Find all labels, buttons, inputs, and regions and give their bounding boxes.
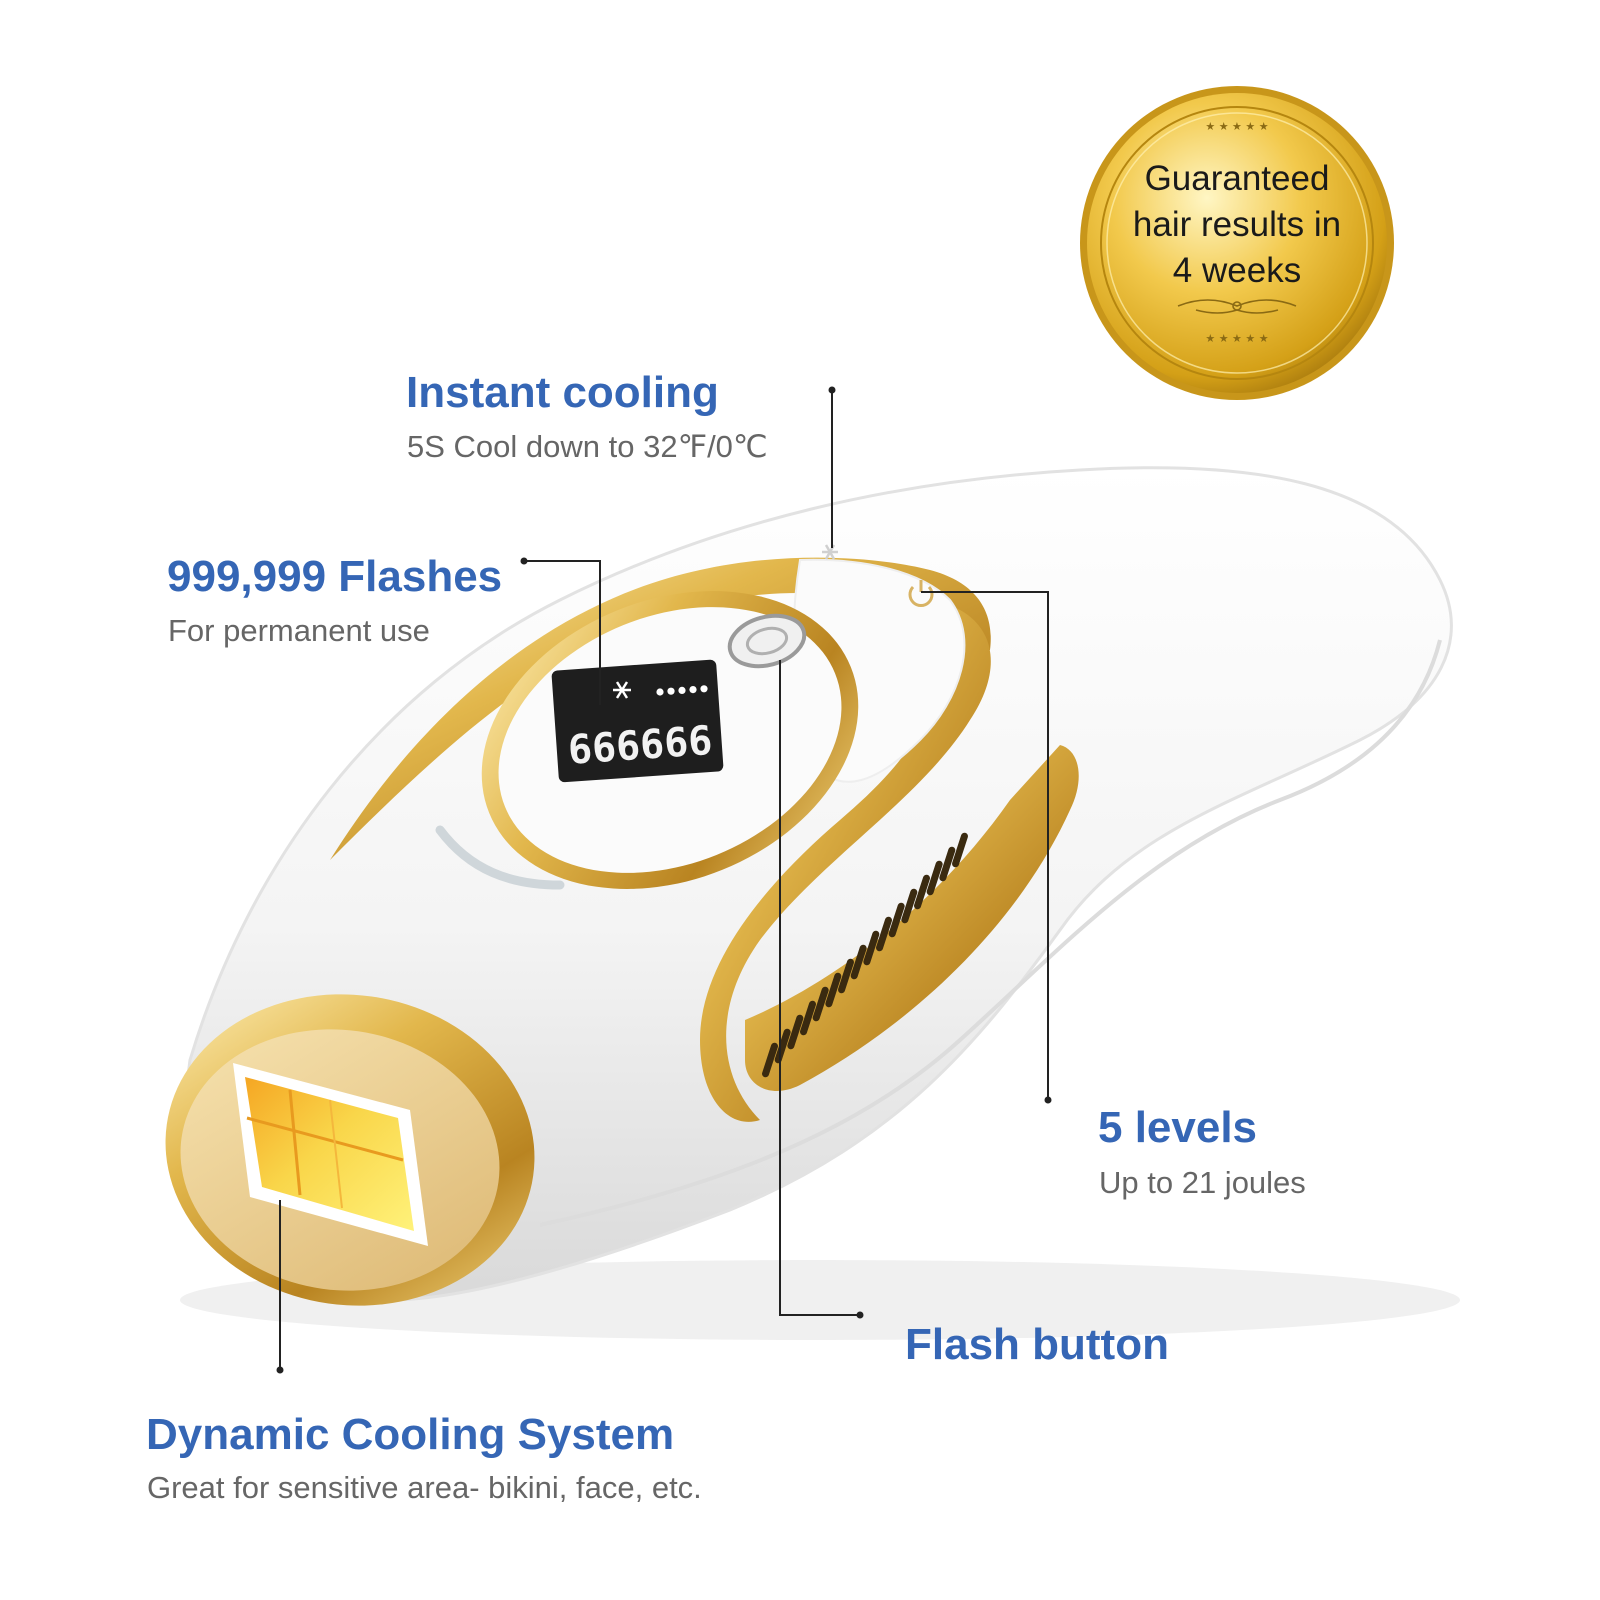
level-dot — [667, 687, 675, 695]
badge-line-2: hair results in — [1132, 205, 1342, 244]
badge-stars-top: ★ ★ ★ ★ ★ — [1205, 120, 1268, 133]
vent-slot — [926, 860, 943, 896]
vent-slot — [888, 902, 905, 938]
callout-line-flashes — [524, 560, 601, 705]
vent-slot — [914, 874, 930, 910]
vent-slot — [800, 1000, 816, 1036]
display-digits: 999999 — [566, 715, 713, 771]
vent-slot — [838, 958, 854, 994]
gold-coin-icon: ★ ★ ★ ★ ★ ★ ★ ★ ★ ★ — [1080, 86, 1394, 400]
vent-slot — [939, 846, 956, 882]
vent-slot — [850, 944, 867, 980]
badge-line-3: 4 weeks — [1172, 251, 1302, 290]
level-dot — [700, 685, 708, 693]
vent-slot — [876, 916, 892, 952]
dynamic-cooling-subtitle: Great for sensitive area- bikini, face, … — [147, 1470, 702, 1505]
digital-display: 999999 — [551, 659, 724, 783]
device-body-edge — [539, 639, 1442, 1227]
callout-dots — [276, 386, 1052, 1374]
display-level-dots — [656, 685, 708, 696]
instant-cooling-subtitle: 5S Cool down to 32℉/0℃ — [407, 429, 768, 464]
vent-slot — [901, 888, 918, 924]
badge-ornament-icon — [1177, 299, 1297, 314]
levels-title: 5 levels — [1098, 1103, 1258, 1152]
callout-line-levels — [921, 591, 1049, 1100]
badge-text: Guaranteed hair results in 4 weeks — [1102, 156, 1372, 294]
vent-slot — [787, 1014, 804, 1050]
badge-line-1: Guaranteed — [1144, 159, 1330, 198]
level-dot — [689, 686, 697, 694]
callout-line-flash-button — [779, 660, 860, 1316]
vent-slot — [812, 986, 829, 1022]
flashes-subtitle: For permanent use — [168, 613, 430, 648]
badge-stars-bottom: ★ ★ ★ ★ ★ — [1205, 332, 1268, 345]
cooling-vent — [745, 745, 1079, 1091]
treatment-head — [165, 994, 535, 1306]
vent-slot — [863, 930, 880, 966]
callout-lines — [279, 390, 1049, 1370]
dynamic-cooling-title: Dynamic Cooling System — [146, 1410, 675, 1459]
levels-subtitle: Up to 21 joules — [1099, 1165, 1306, 1200]
level-dot — [678, 686, 686, 695]
vent-slot — [762, 1042, 778, 1078]
led-indicator-arc — [435, 825, 565, 890]
svg-text:★ ★ ★ ★ ★: ★ ★ ★ ★ ★ — [1205, 120, 1268, 133]
flash-button-title: Flash button — [905, 1320, 1169, 1369]
svg-text:★ ★ ★ ★ ★: ★ ★ ★ ★ ★ — [1205, 332, 1268, 345]
vent-slot — [774, 1028, 791, 1064]
flashes-title: 999,999 Flashes — [167, 552, 503, 601]
vent-slot — [825, 972, 842, 1008]
light-window — [233, 1063, 428, 1246]
guarantee-badge: ★ ★ ★ ★ ★ ★ ★ ★ ★ ★ Guaranteed hair resu… — [1078, 84, 1396, 402]
level-dot — [656, 688, 664, 696]
flash-button[interactable] — [724, 608, 810, 674]
instant-cooling-title: Instant cooling — [406, 368, 719, 417]
display-snowflake-icon — [613, 681, 631, 699]
vent-slot — [952, 832, 968, 868]
